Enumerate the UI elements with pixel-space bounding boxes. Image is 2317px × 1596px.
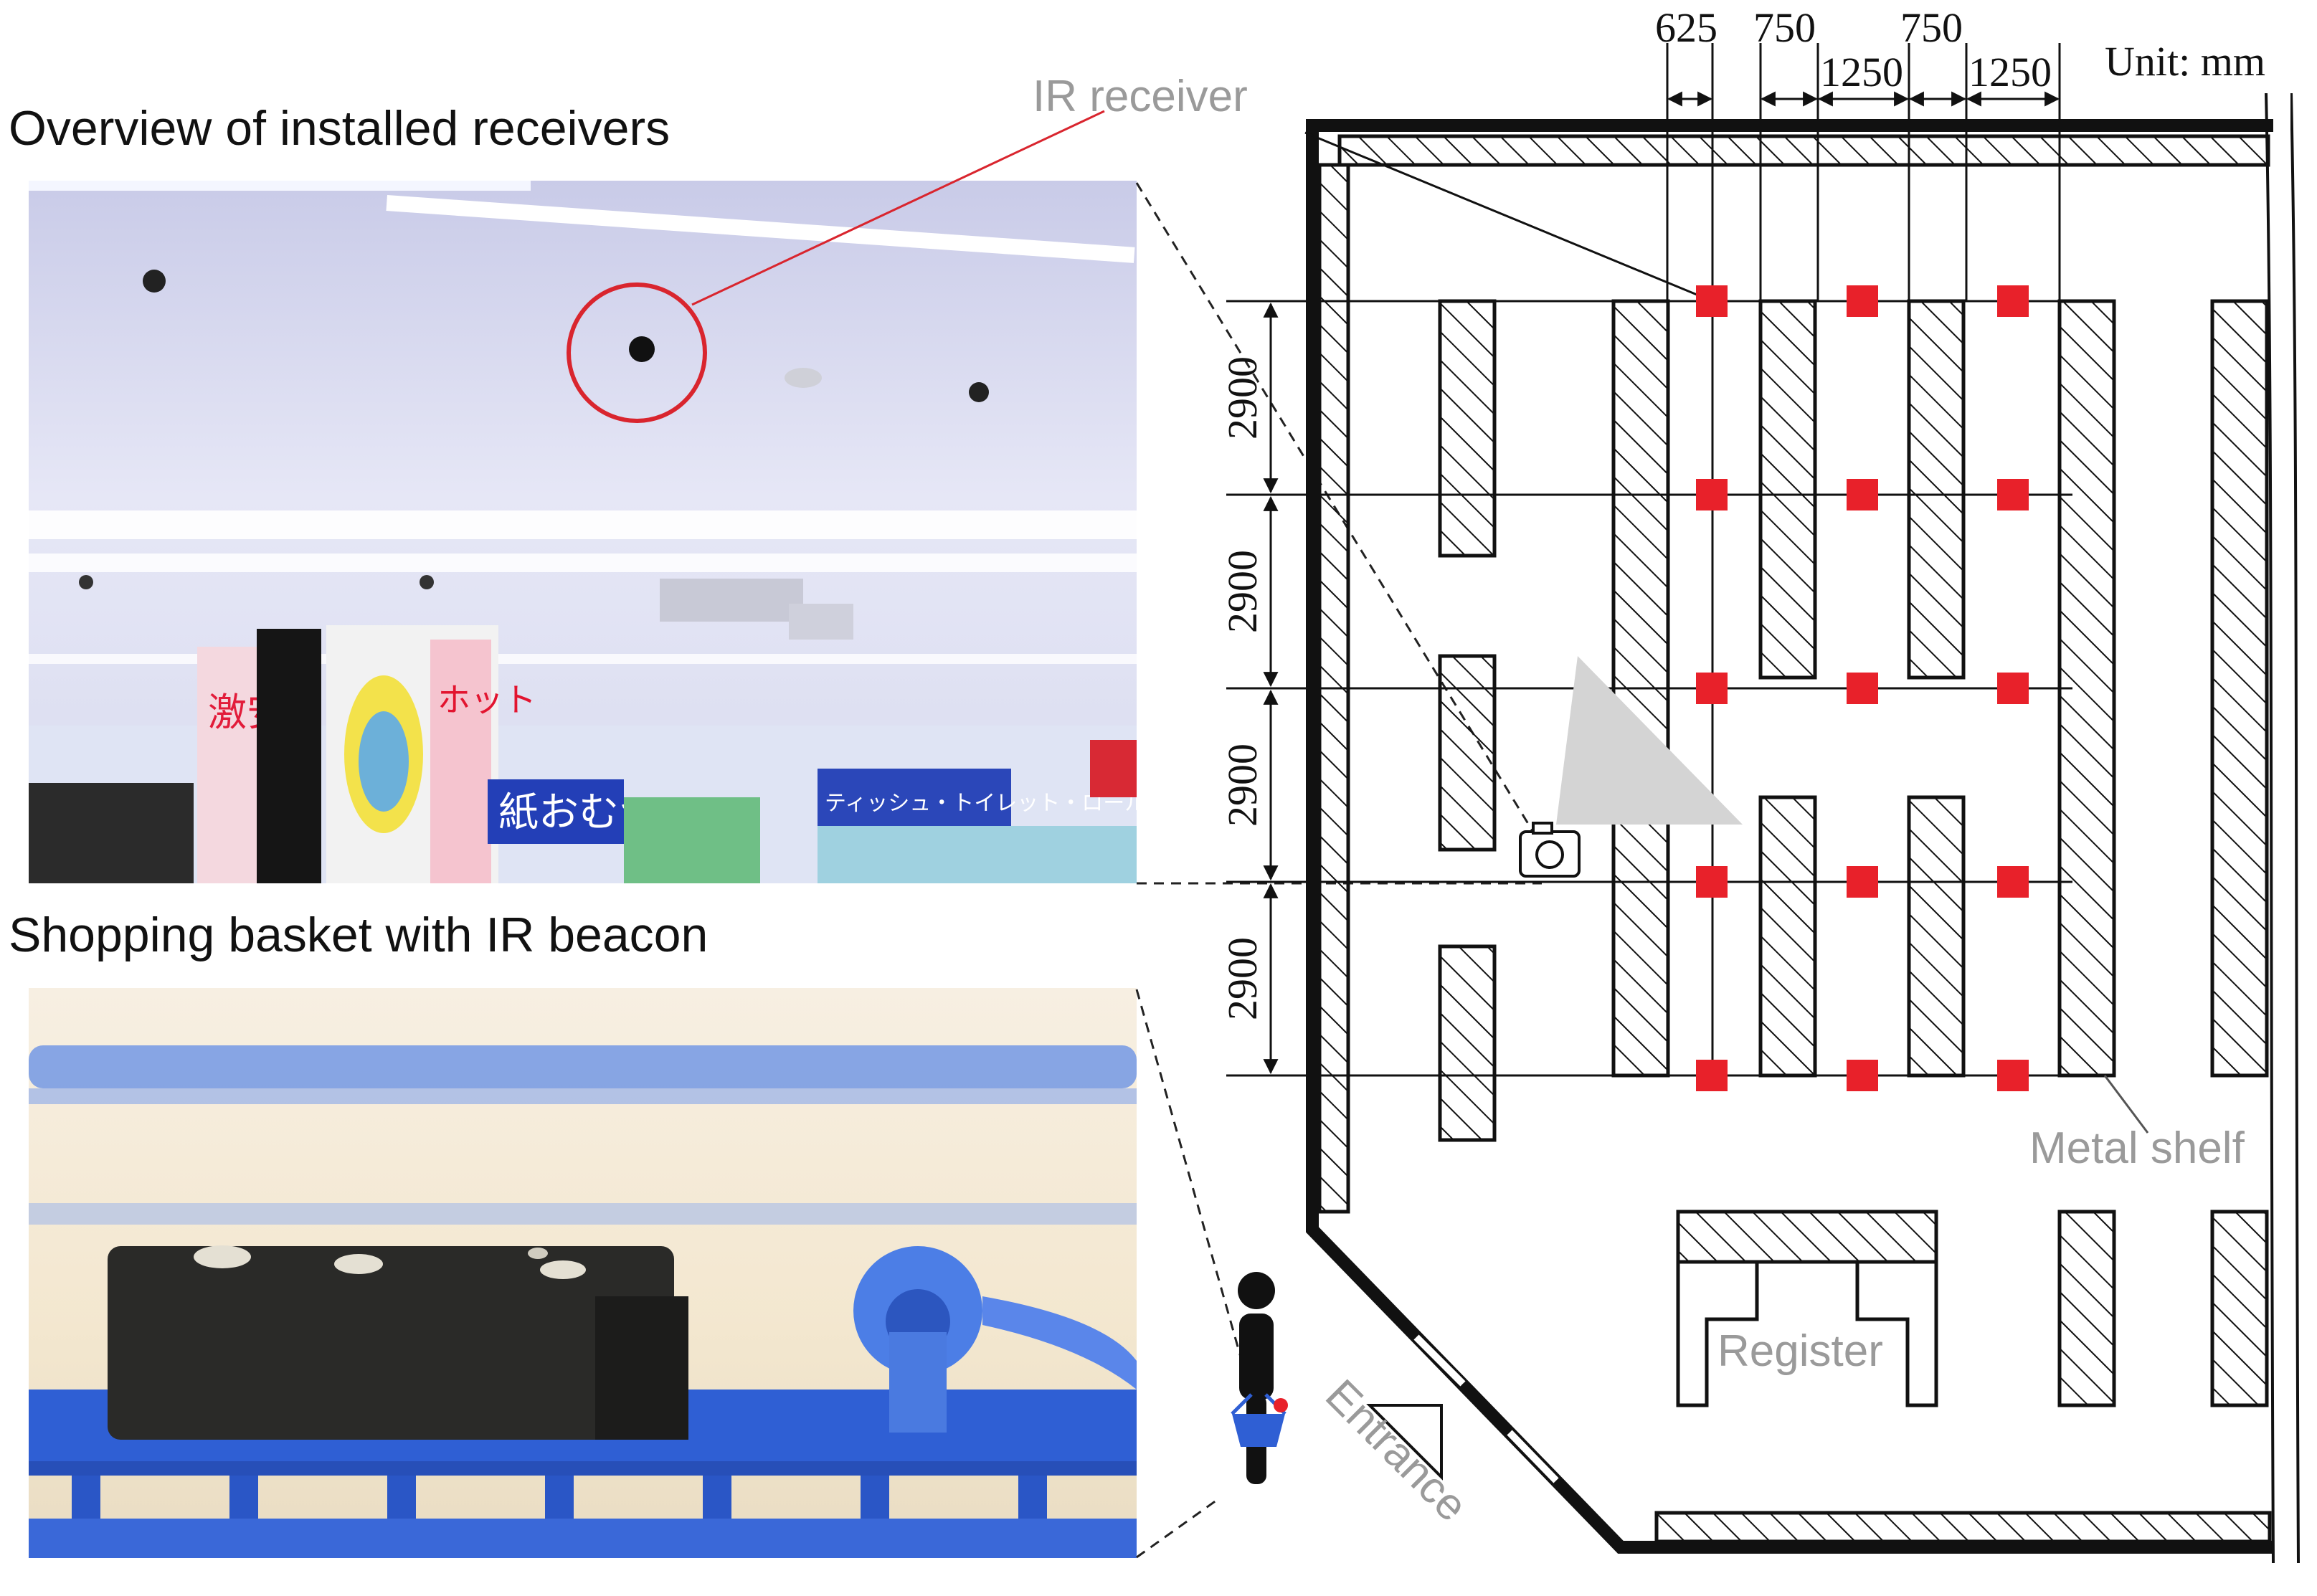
metal-shelf [1907,795,1966,1078]
ir-receiver-marker [1696,673,1728,704]
metal-shelf [1611,299,1670,1078]
ir-receiver-marker [1997,866,2029,898]
dim-625: 625 [1655,4,1717,51]
basket-title: Shopping basket with IR beacon [9,908,709,962]
entrance-label: Entrance [1316,1370,1477,1531]
ir-receiver-label: IR receiver [1033,72,1248,121]
store-wall [1306,119,2273,1554]
ir-receiver-marker [1997,479,2029,510]
ceiling-receiver-dot [969,382,989,402]
receiver-highlight-circle [567,282,707,423]
metal-shelf [1438,944,1497,1142]
ir-receiver-marker [1997,673,2029,704]
ceiling-receiver-dot [143,270,166,293]
metal-shelf [1438,654,1497,852]
register-label: Register [1717,1326,1883,1376]
metal-shelf [1758,795,1817,1078]
ir-receiver-marker [1847,285,1878,317]
metal-shelf [1758,299,1817,680]
entrance-arrow-icon [1366,1404,1443,1481]
dim-750-b: 750 [1900,4,1963,51]
wall-shelf-top [1337,134,2270,167]
ir-receiver-marker [1847,479,1878,510]
metal-shelf-label: Metal shelf [2029,1124,2245,1173]
sign-tissue: ティッシュ・トイレット・ロール [825,791,1137,816]
ceiling-photo: 激安 ホット 紙おむつ ティッシュ・トイレット・ロール [29,181,1137,883]
ir-receiver-marker [1847,866,1878,898]
basket-photo [29,988,1137,1558]
metal-shelf [1438,299,1497,558]
metal-shelf [1907,299,1966,680]
dim-2900-2: 2900 [1219,550,1266,633]
register-counter [1676,1210,1938,1407]
ir-receiver-marker [1847,1060,1878,1091]
ceiling-receiver-dot [629,336,655,362]
ir-receiver-marker [1696,1060,1728,1091]
dim-2900-1: 2900 [1219,356,1266,440]
camera-view-cone [1556,656,1743,825]
camera-icon [1519,822,1581,878]
ir-receiver-marker [1696,479,1728,510]
dim-2900-3: 2900 [1219,744,1266,827]
unit-label: Unit: mm [2105,38,2265,85]
banner-right-text: ホット [437,680,536,719]
metal-shelf [2057,299,2116,1078]
ir-receiver-marker [1997,1060,2029,1091]
dim-1250-a: 1250 [1820,49,1903,95]
dim-2900-4: 2900 [1219,937,1266,1020]
dim-750-a: 750 [1753,4,1816,51]
metal-shelf [2057,1210,2116,1407]
shopper-icon [1231,1272,1288,1484]
ir-receiver-marker [1696,866,1728,898]
metal-shelf [2210,299,2269,1078]
ir-beacon-device [108,1246,674,1440]
metal-shelf [2210,1210,2269,1407]
ir-receiver-marker [1696,285,1728,317]
ir-receiver-marker [1997,285,2029,317]
ir-receiver-marker [1847,673,1878,704]
dim-1250-b: 1250 [1968,49,2052,95]
receivers-title: Overview of installed receivers [9,101,671,156]
basket-icon [1232,1414,1285,1447]
wall-shelf-bottom [1654,1511,2272,1544]
